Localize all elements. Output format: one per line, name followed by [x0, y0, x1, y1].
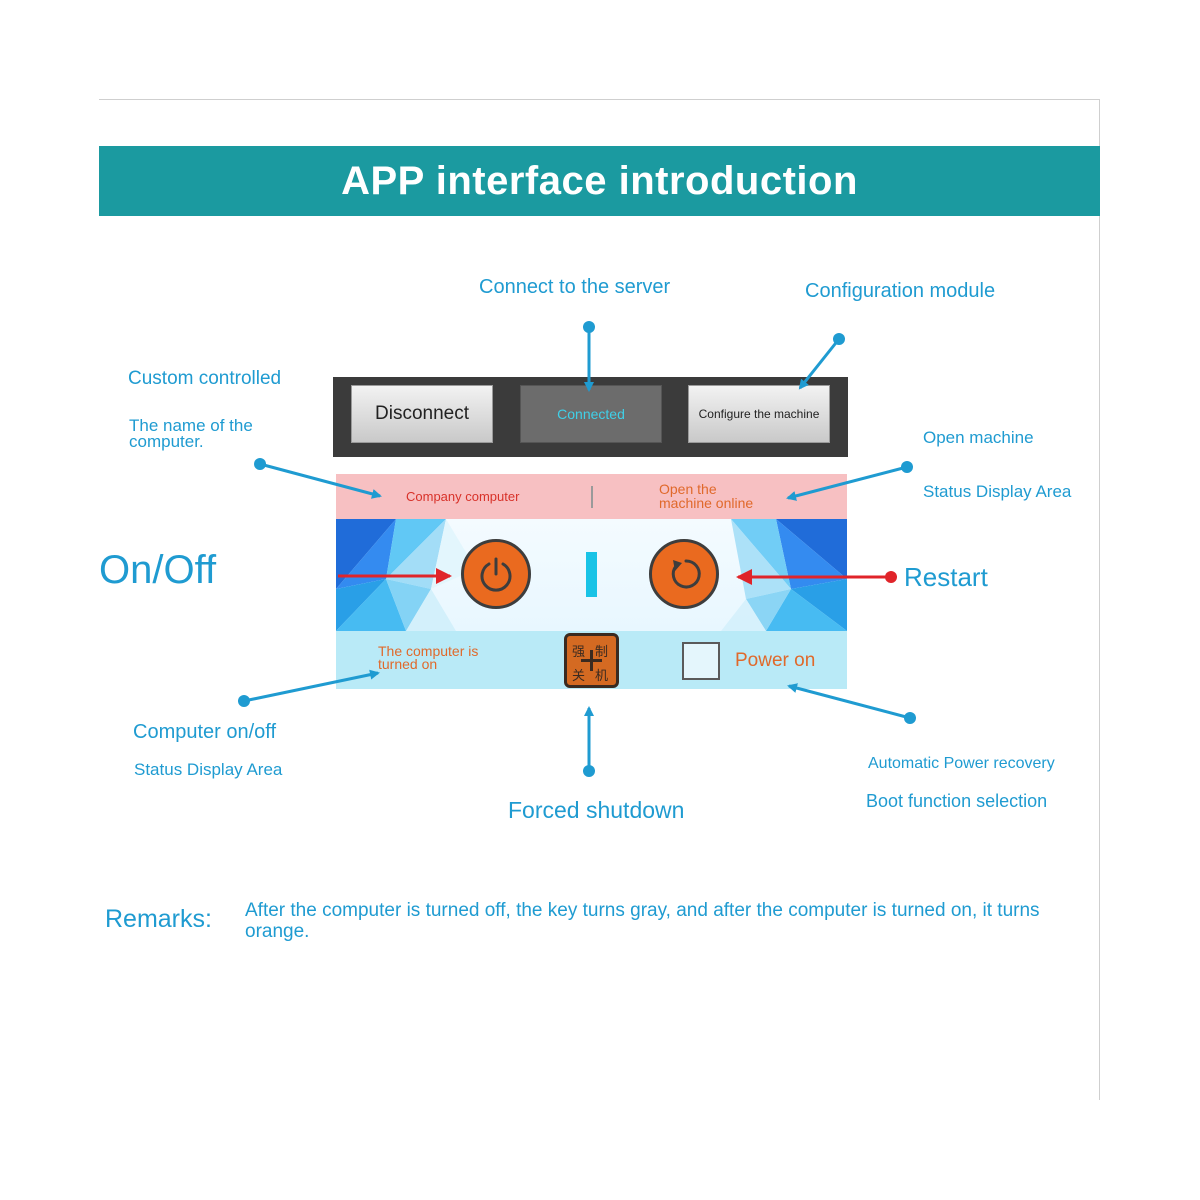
label-restart: Restart	[904, 562, 988, 592]
label-status-display-area: Status Display Area	[923, 482, 1072, 501]
label-connect-server: Connect to the server	[479, 276, 671, 298]
frame-right-border	[1099, 99, 1100, 1100]
force-char-1: 强	[572, 645, 586, 660]
force-char-4: 机	[595, 669, 609, 684]
force-shutdown-button[interactable]: 强 制 关 机	[564, 633, 619, 688]
arrow-forced-shutdown	[583, 706, 595, 777]
arrow-status-display	[786, 461, 913, 501]
status-divider	[591, 486, 593, 508]
remarks-label: Remarks:	[105, 905, 212, 933]
arrow-connect-server	[583, 321, 595, 392]
arrow-restart	[736, 569, 897, 585]
blue-triangle-pattern	[336, 519, 847, 631]
label-configuration-module: Configuration module	[805, 280, 996, 302]
computer-name-text: Company computer	[406, 489, 520, 504]
arrow-computer-on-off	[238, 669, 380, 707]
computer-state-text: The computer is turned on	[378, 643, 479, 672]
label-computer-name-note: The name of the computer.	[129, 416, 253, 451]
power-on-checkbox[interactable]	[682, 642, 720, 680]
app-toolbar: Disconnect Connected Configure the machi…	[333, 377, 848, 457]
label-auto-power-recovery: Automatic Power recovery	[868, 755, 1055, 772]
label-computer-status-area: Status Display Area	[134, 760, 283, 779]
page-title: APP interface introduction	[341, 158, 858, 203]
restart-button[interactable]	[649, 539, 719, 609]
restart-icon	[671, 559, 701, 589]
online-state-text: Open the machine online	[659, 481, 754, 511]
arrow-auto-power-recovery	[787, 683, 916, 724]
power-on-label: Power on	[735, 650, 816, 671]
force-char-2: 制	[595, 645, 609, 660]
force-char-3: 关	[572, 669, 586, 684]
arrow-computer-name	[254, 458, 382, 499]
title-banner: APP interface introduction	[99, 146, 1100, 216]
computer-state-bar: The computer is turned on 强 制 关 机 Power …	[336, 631, 847, 689]
status-display-bar: Company computer Open the machine online	[336, 474, 847, 519]
arrow-configuration-module	[798, 333, 845, 390]
label-on-off: On/Off	[99, 548, 217, 592]
configure-machine-button[interactable]: Configure the machine	[688, 385, 830, 443]
remarks-text: After the computer is turned off, the ke…	[245, 900, 1040, 942]
power-button[interactable]	[461, 539, 531, 609]
frame-top-border	[99, 99, 1100, 100]
connected-status-button[interactable]: Connected	[520, 385, 662, 443]
label-computer-on-off: Computer on/off	[133, 721, 277, 743]
label-custom-controlled: Custom controlled	[128, 368, 282, 389]
power-icon	[480, 557, 512, 592]
label-open-machine: Open machine	[923, 428, 1034, 447]
disconnect-button[interactable]: Disconnect	[351, 385, 493, 443]
label-boot-function-selection: Boot function selection	[866, 791, 1048, 811]
force-shutdown-icon	[581, 650, 602, 671]
status-indicator-bar	[586, 552, 597, 597]
label-forced-shutdown: Forced shutdown	[508, 797, 685, 823]
